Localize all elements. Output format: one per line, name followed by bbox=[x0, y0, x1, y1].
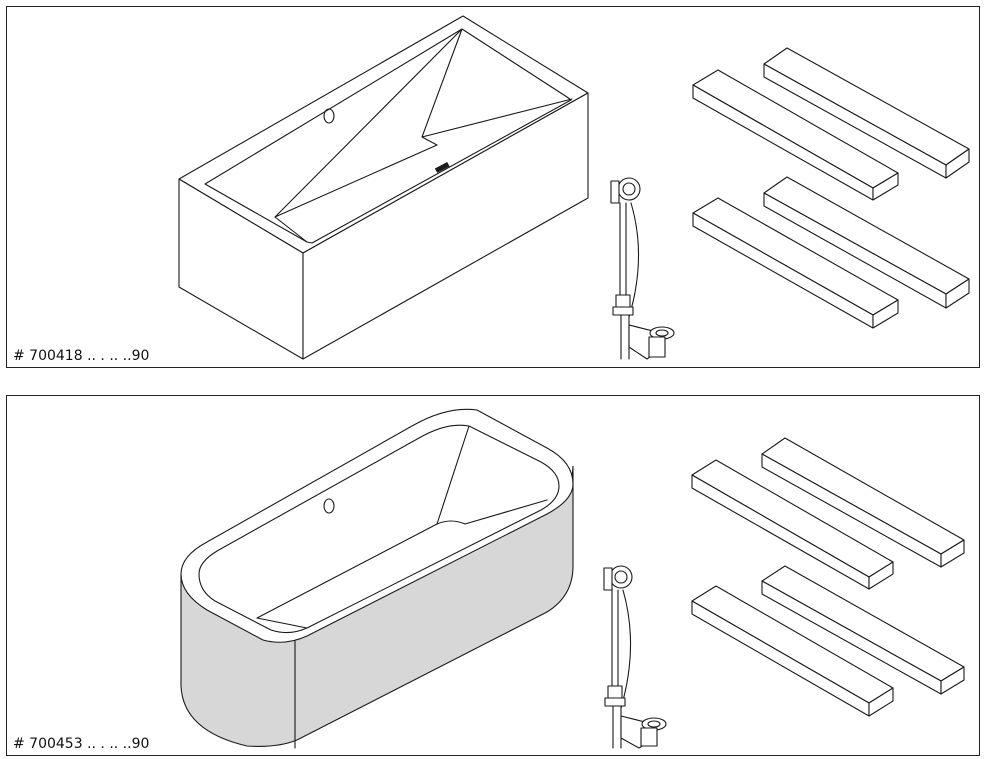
product-panel-700418: # 700418 .. . .. ..90 bbox=[6, 6, 980, 368]
product-illustration bbox=[180, 408, 965, 749]
support-beam-icon bbox=[692, 47, 970, 329]
beam-2 bbox=[691, 459, 894, 590]
beam-3 bbox=[761, 565, 965, 695]
drain-overflow-icon bbox=[603, 565, 667, 749]
support-beam-icon bbox=[691, 437, 965, 717]
beam-4 bbox=[692, 197, 899, 329]
bathtub-icon bbox=[180, 408, 574, 749]
beam-3 bbox=[763, 176, 970, 309]
product-illustration bbox=[178, 15, 970, 360]
product-code: # 700418 .. . .. ..90 bbox=[13, 348, 150, 364]
beam-1 bbox=[763, 47, 970, 179]
drain-overflow-icon bbox=[610, 177, 675, 360]
product-code: # 700453 .. . .. ..90 bbox=[13, 736, 150, 752]
beam-1 bbox=[761, 437, 965, 568]
product-panel-700453: # 700453 .. . .. ..90 bbox=[6, 395, 980, 756]
beam-4 bbox=[691, 585, 894, 717]
bathtub-icon bbox=[178, 15, 589, 360]
beam-2 bbox=[692, 69, 899, 201]
